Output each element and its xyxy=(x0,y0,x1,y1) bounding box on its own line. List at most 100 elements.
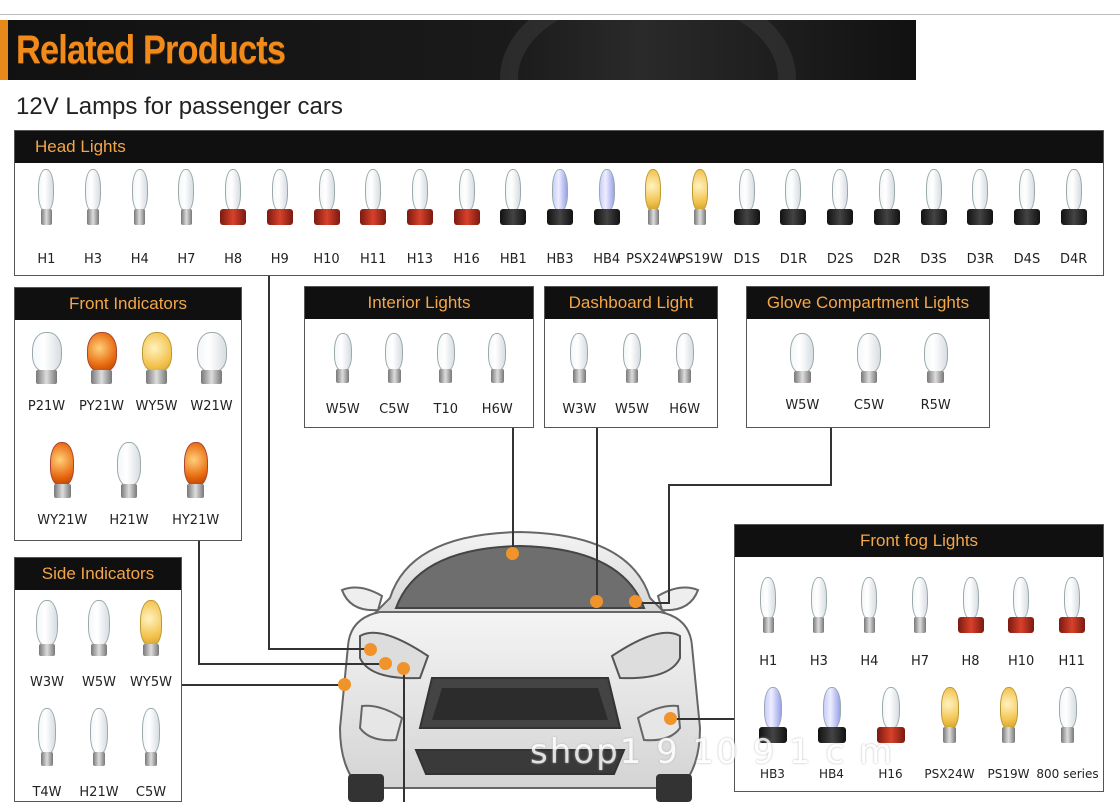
bulb-fog-row2-3: PSX24W xyxy=(920,681,979,787)
bulb-head-row-22: D4R xyxy=(1050,163,1097,275)
marker-dot-dashboard xyxy=(590,595,603,608)
bulb-base-icon xyxy=(943,727,956,743)
bulb-glass-icon xyxy=(972,169,989,211)
interior-lights-title: Interior Lights xyxy=(305,287,533,319)
bulb-label: H21W xyxy=(109,513,149,528)
bulb-head-row-4: H8 xyxy=(210,163,257,275)
bulb-glass-icon xyxy=(38,169,55,211)
bulb-head-row-17: D2S xyxy=(817,163,864,275)
connector-head-lights xyxy=(268,276,270,650)
bulb-base-icon xyxy=(573,369,586,383)
bulb-base-icon xyxy=(336,369,350,383)
bulb-base-icon xyxy=(780,209,807,225)
bulb-int-row-3: H6W xyxy=(472,325,524,423)
bulb-label: H10 xyxy=(1007,654,1035,669)
bulb-base-icon xyxy=(360,209,387,225)
marker-dot-headlight-1 xyxy=(364,643,377,656)
bulb-label: H10 xyxy=(313,252,340,267)
marker-dot-glove xyxy=(629,595,642,608)
bulb-label: T10 xyxy=(433,402,458,417)
bulb-label: PSX24W xyxy=(626,252,681,267)
bulb-base-icon xyxy=(120,484,138,498)
bulb-head-row-12: HB4 xyxy=(583,163,630,275)
bulb-base-icon xyxy=(733,209,760,225)
bulb-fog-row1-0: H1 xyxy=(743,571,794,675)
bulb-glass-icon xyxy=(856,333,881,373)
bulb-glass-icon xyxy=(923,333,948,373)
bulb-label: PS19W xyxy=(677,252,723,267)
bulb-label: W21W xyxy=(190,399,233,414)
bulb-label: H6W xyxy=(669,402,701,417)
bulb-label: D4R xyxy=(1059,252,1088,267)
bulb-label: H1 xyxy=(759,654,778,669)
bulb-head-row-6: H10 xyxy=(303,163,350,275)
connector-glove-h2 xyxy=(636,602,670,604)
bulb-glass-icon xyxy=(318,169,335,211)
bulb-glass-icon xyxy=(861,577,878,619)
bulb-label: H7 xyxy=(910,654,929,669)
bulb-head-row-15: D1S xyxy=(723,163,770,275)
bulb-glass-icon xyxy=(1018,169,1035,211)
bulb-int-row-1: C5W xyxy=(369,325,421,423)
bulb-glove-row-1: C5W xyxy=(836,325,903,421)
bulb-base-icon xyxy=(647,209,659,225)
bulb-glass-icon xyxy=(962,577,979,619)
bulb-base-icon xyxy=(87,209,99,225)
bulb-base-icon xyxy=(146,370,167,384)
bulb-base-icon xyxy=(91,644,107,656)
bulb-label: HB4 xyxy=(593,252,621,267)
marker-dot-headlight-3 xyxy=(397,662,410,675)
bulb-base-icon xyxy=(40,209,52,225)
bulb-glass-icon xyxy=(881,687,900,729)
bulb-glove-row-2: R5W xyxy=(902,325,969,421)
bulb-glass-icon xyxy=(142,708,160,754)
bulb-si-row2-0: T4W xyxy=(21,704,73,802)
bulb-base-icon xyxy=(860,371,878,383)
bulb-label: H11 xyxy=(360,252,387,267)
bulb-glass-icon xyxy=(598,169,615,211)
bulb-label: W3W xyxy=(30,675,64,690)
dashboard-light-title: Dashboard Light xyxy=(545,287,717,319)
bulb-glass-icon xyxy=(38,708,56,754)
bulb-glass-icon xyxy=(183,442,208,486)
bulb-glass-icon xyxy=(551,169,568,211)
connector-front-indicators xyxy=(198,541,200,665)
bulb-head-row-1: H3 xyxy=(70,163,117,275)
bulb-label: C5W xyxy=(135,785,167,800)
top-rule xyxy=(0,14,1120,15)
marker-dot-interior xyxy=(506,547,519,560)
bulb-dash-row-2: H6W xyxy=(658,325,711,423)
bulb-head-row-3: H7 xyxy=(163,163,210,275)
bulb-base-icon xyxy=(134,209,146,225)
bulb-base-icon xyxy=(1013,209,1040,225)
connector-side-indicators xyxy=(182,684,344,686)
bulb-head-row-7: H11 xyxy=(350,163,397,275)
bulb-glass-icon xyxy=(999,687,1018,729)
bulb-base-icon xyxy=(490,369,504,383)
bulb-label: HB4 xyxy=(819,767,844,781)
bulb-si-row1-2: WY5W xyxy=(125,596,177,692)
front-fog-title: Front fog Lights xyxy=(735,525,1103,557)
bulb-label: W5W xyxy=(82,675,116,690)
bulb-base-icon xyxy=(593,209,620,225)
bulb-glass-icon xyxy=(131,169,148,211)
bulb-base-icon xyxy=(387,369,401,383)
bulb-base-icon xyxy=(180,209,192,225)
bulb-label: H11 xyxy=(1058,654,1085,669)
bulb-glass-icon xyxy=(810,577,827,619)
bulb-base-icon xyxy=(927,371,945,383)
bulb-label: H7 xyxy=(177,252,196,267)
side-indicators-row1: W3W W5W WY5W xyxy=(15,596,183,692)
bulb-base-icon xyxy=(1008,617,1035,633)
bulb-label: H4 xyxy=(130,252,149,267)
bulb-base-icon xyxy=(813,617,825,633)
glove-lights-title: Glove Compartment Lights xyxy=(747,287,989,319)
bulb-fog-row1-5: H10 xyxy=(996,571,1047,675)
